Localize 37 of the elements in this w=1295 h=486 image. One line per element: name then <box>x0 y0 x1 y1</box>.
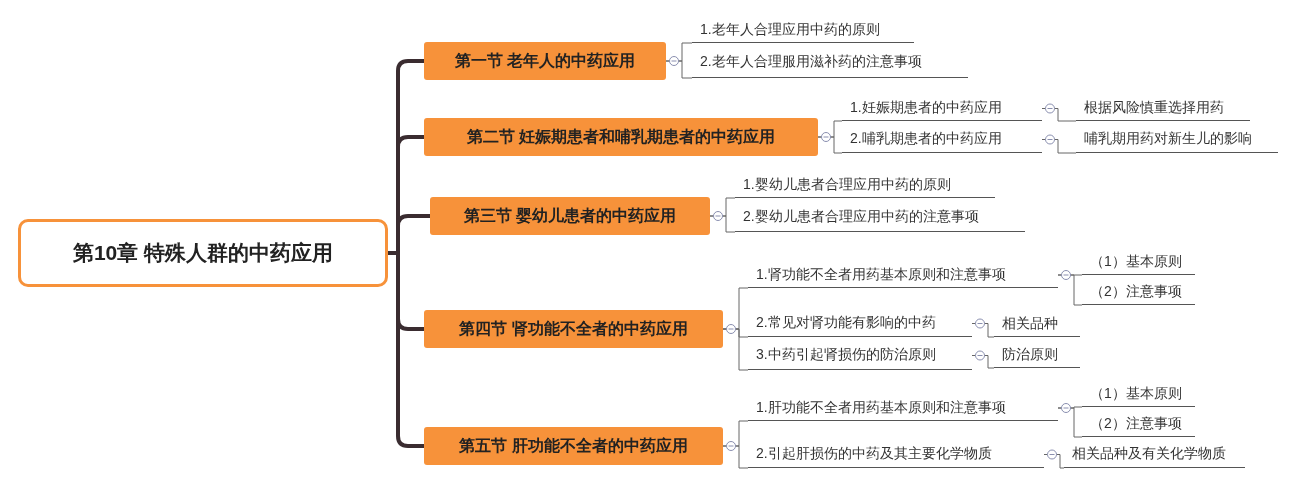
connector-line <box>971 355 995 369</box>
section-box: 第一节 老年人的中药应用 <box>424 42 666 80</box>
subtopic-label: 相关品种及有关化学物质 <box>1064 441 1245 468</box>
subtopic-label: 2.引起肝损伤的中药及其主要化学物质 <box>748 441 1044 468</box>
connector-line <box>722 328 749 371</box>
connector-line <box>665 60 693 79</box>
connector-line <box>709 215 736 233</box>
connector-line <box>1057 407 1083 438</box>
subtopic-label: 防治原则 <box>994 343 1080 368</box>
connector-line <box>1041 108 1077 122</box>
connector-line <box>722 445 749 469</box>
subtopic-label: 2.哺乳期患者的中药应用 <box>842 126 1042 153</box>
subtopic-label: 2.婴幼儿患者合理应用中药的注意事项 <box>735 203 1025 232</box>
section-box: 第三节 婴幼儿患者的中药应用 <box>430 197 710 235</box>
subtopic-label: 1.妊娠期患者的中药应用 <box>842 96 1042 121</box>
subtopic-label: （1）基本原则 <box>1082 250 1195 275</box>
connector-line <box>817 136 843 154</box>
connector-line <box>971 323 995 338</box>
subtopic-label: 1.婴幼儿患者合理应用中药的原则 <box>735 172 995 198</box>
subtopic-label: 相关品种 <box>994 312 1080 337</box>
subtopic-label: 1.肾功能不全者用药基本原则和注意事项 <box>748 262 1058 288</box>
subtopic-label: 2.老年人合理服用滋补药的注意事项 <box>692 47 968 78</box>
subtopic-label: 根据风险慎重选择用药 <box>1076 96 1250 121</box>
section-box: 第四节 肾功能不全者的中药应用 <box>424 310 723 348</box>
subtopic-label: 哺乳期用药对新生儿的影响 <box>1076 126 1278 153</box>
subtopic-label: （1）基本原则 <box>1082 382 1195 407</box>
subtopic-label: 2.常见对肾功能有影响的中药 <box>748 310 972 337</box>
connector-line <box>1041 139 1077 154</box>
subtopic-label: （2）注意事项 <box>1082 280 1195 305</box>
section-box: 第二节 妊娠期患者和哺乳期患者的中药应用 <box>424 118 818 156</box>
section-box: 第五节 肝功能不全者的中药应用 <box>424 427 723 465</box>
subtopic-label: 1.老年人合理应用中药的原则 <box>692 18 914 43</box>
central-topic-box: 第10章 特殊人群的中药应用 <box>18 219 388 287</box>
subtopic-label: （2）注意事项 <box>1082 411 1195 437</box>
subtopic-label: 3.中药引起肾损伤的防治原则 <box>748 341 972 370</box>
connector-line <box>1043 454 1065 469</box>
subtopic-label: 1.肝功能不全者用药基本原则和注意事项 <box>748 395 1058 421</box>
